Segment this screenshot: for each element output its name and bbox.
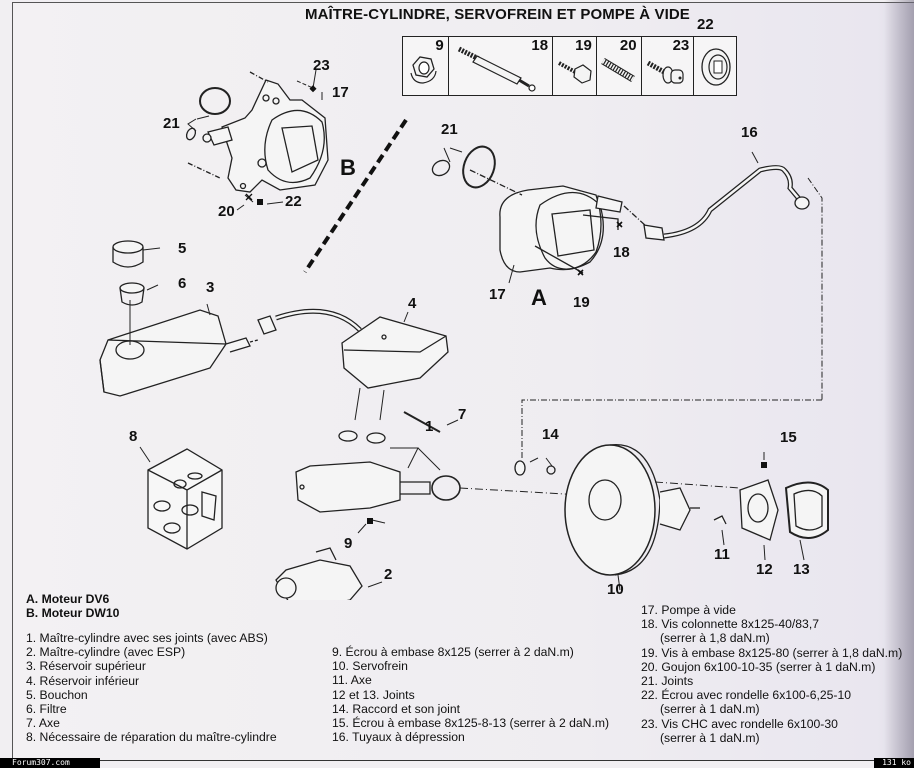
legend-item: 16. Tuyaux à dépression <box>332 730 465 745</box>
callout-7: 7 <box>458 406 467 423</box>
parts-strip: 9 18 19 20 23 <box>402 36 737 96</box>
exploded-diagram <box>99 69 829 600</box>
callout-22: 22 <box>285 193 302 210</box>
callout-17-dw10: 17 <box>332 84 349 101</box>
repair-kit-drawing <box>139 446 223 550</box>
lower-reservoir-drawing <box>341 311 449 421</box>
callout-13: 13 <box>793 561 810 578</box>
callout-21-dw10: 21 <box>163 115 180 132</box>
callout-15: 15 <box>780 429 797 446</box>
part-number: 18 <box>531 37 549 54</box>
callout-18: 18 <box>613 244 630 261</box>
section-label-a: A <box>531 285 547 310</box>
master-cylinder-esp-drawing <box>275 547 363 600</box>
flange-nut-icon <box>410 56 437 84</box>
brake-booster-drawing <box>564 444 741 591</box>
part-cell-20: 20 <box>597 37 642 95</box>
legend-engine-b: B. Moteur DW10 <box>26 606 120 621</box>
socket-screw-washer-icon <box>646 60 684 84</box>
footer-rule <box>100 760 880 761</box>
legend-item: 6. Filtre <box>26 702 67 717</box>
part-number: 9 <box>435 37 444 54</box>
part-cell-18: 18 <box>449 37 554 95</box>
callout-11: 11 <box>714 546 730 563</box>
legend-item: 2. Maître-cylindre (avec ESP) <box>26 645 186 660</box>
legend-column-3: 17. Pompe à vide 18. Vis colonnette 8x12… <box>641 603 902 745</box>
callout-16: 16 <box>741 124 758 141</box>
flange-bolt-icon <box>558 61 592 84</box>
callout-17-dv6: 17 <box>489 286 506 303</box>
callout-12: 12 <box>756 561 773 578</box>
legend-item: 11. Axe <box>332 673 372 688</box>
vacuum-pump-dw10-drawing <box>185 69 329 211</box>
legend-item: 22. Écrou avec rondelle 6x100-6,25-10 <box>641 688 852 703</box>
legend-item: 10. Servofrein <box>332 659 408 674</box>
callout-19: 19 <box>573 294 590 311</box>
legend-item: 23. Vis CHC avec rondelle 6x100-30 <box>641 716 838 731</box>
legend-item: 9. Écrou à embase 8x125 (serrer à 2 daN.… <box>332 645 574 659</box>
legend-column-1: 1. Maître-cylindre avec ses joints (avec… <box>26 631 277 745</box>
part-cell-19: 19 <box>553 37 597 95</box>
reservoir-cap-drawing <box>112 240 161 306</box>
callout-2: 2 <box>384 566 393 583</box>
section-label-b: B <box>340 155 356 180</box>
vacuum-pump-dv6-drawing <box>431 145 823 460</box>
legend-item: 19. Vis à embase 8x125-80 (serrer à 1,8 … <box>641 645 903 660</box>
legend-column-2: 9. Écrou à embase 8x125 (serrer à 2 daN.… <box>332 645 609 744</box>
legend-item: 1. Maître-cylindre avec ses joints (avec… <box>26 631 268 645</box>
legend-item-continuation: (serrer à 1 daN.m) <box>660 702 760 717</box>
site-badge: Forum307.com <box>0 758 100 768</box>
file-size-badge: 131 ko <box>874 758 914 768</box>
callout-1: 1 <box>425 418 434 435</box>
part-cell-23: 23 <box>642 37 695 95</box>
part-cell-9: 9 <box>403 37 449 95</box>
callout-21-dv6: 21 <box>441 121 458 138</box>
upper-reservoir-drawing <box>99 300 362 397</box>
legend-item-continuation: (serrer à 1,8 daN.m) <box>660 631 770 646</box>
legend-item: 5. Bouchon <box>26 687 88 702</box>
callout-3: 3 <box>206 279 215 296</box>
legend-item: 8. Nécessaire de réparation du maître-cy… <box>26 730 277 745</box>
callout-10: 10 <box>607 581 624 598</box>
page-title: MAÎTRE-CYLINDRE, SERVOFREIN ET POMPE À V… <box>305 6 690 23</box>
legend-engine-a: A. Moteur DV6 <box>26 592 110 606</box>
legend-item: 12 et 13. Joints <box>332 687 415 702</box>
legend-item: 21. Joints <box>641 674 694 689</box>
callout-4: 4 <box>408 295 417 312</box>
part-number: 19 <box>575 37 592 54</box>
part-cell-22 <box>694 37 736 95</box>
callout-14: 14 <box>542 426 559 443</box>
legend-item: 14. Raccord et son joint <box>332 701 461 716</box>
legend-item: 4. Réservoir inférieur <box>26 673 140 688</box>
part-number: 20 <box>619 37 637 54</box>
part-number: 22 <box>697 16 714 33</box>
callout-8: 8 <box>129 428 138 445</box>
callout-23: 23 <box>313 57 330 74</box>
column-screw-icon <box>457 46 536 92</box>
legend-item: 20. Goujon 6x100-10-35 (serrer à 1 daN.m… <box>641 659 876 674</box>
callout-20: 20 <box>218 203 235 220</box>
callout-6: 6 <box>178 275 187 292</box>
legend-item: 17. Pompe à vide <box>641 603 736 617</box>
callout-9: 9 <box>344 535 353 552</box>
page-edge-shadow <box>884 0 914 760</box>
master-cylinder-abs-drawing <box>295 447 601 524</box>
part-number: 23 <box>672 37 690 54</box>
stud-icon <box>601 57 635 83</box>
legend-engines: A. Moteur DV6 B. Moteur DW10 <box>26 592 119 620</box>
legend-item: 3. Réservoir supérieur <box>26 659 146 674</box>
legend-item: 7. Axe <box>26 716 60 731</box>
legend-item-continuation: (serrer à 1 daN.m) <box>660 730 760 745</box>
nut-washer-icon <box>701 48 731 86</box>
legend-item: 18. Vis colonnette 8x125-40/83,7 <box>641 617 819 632</box>
callout-5: 5 <box>178 240 187 257</box>
legend-item: 15. Écrou à embase 8x125-8-13 (serrer à … <box>332 716 610 731</box>
